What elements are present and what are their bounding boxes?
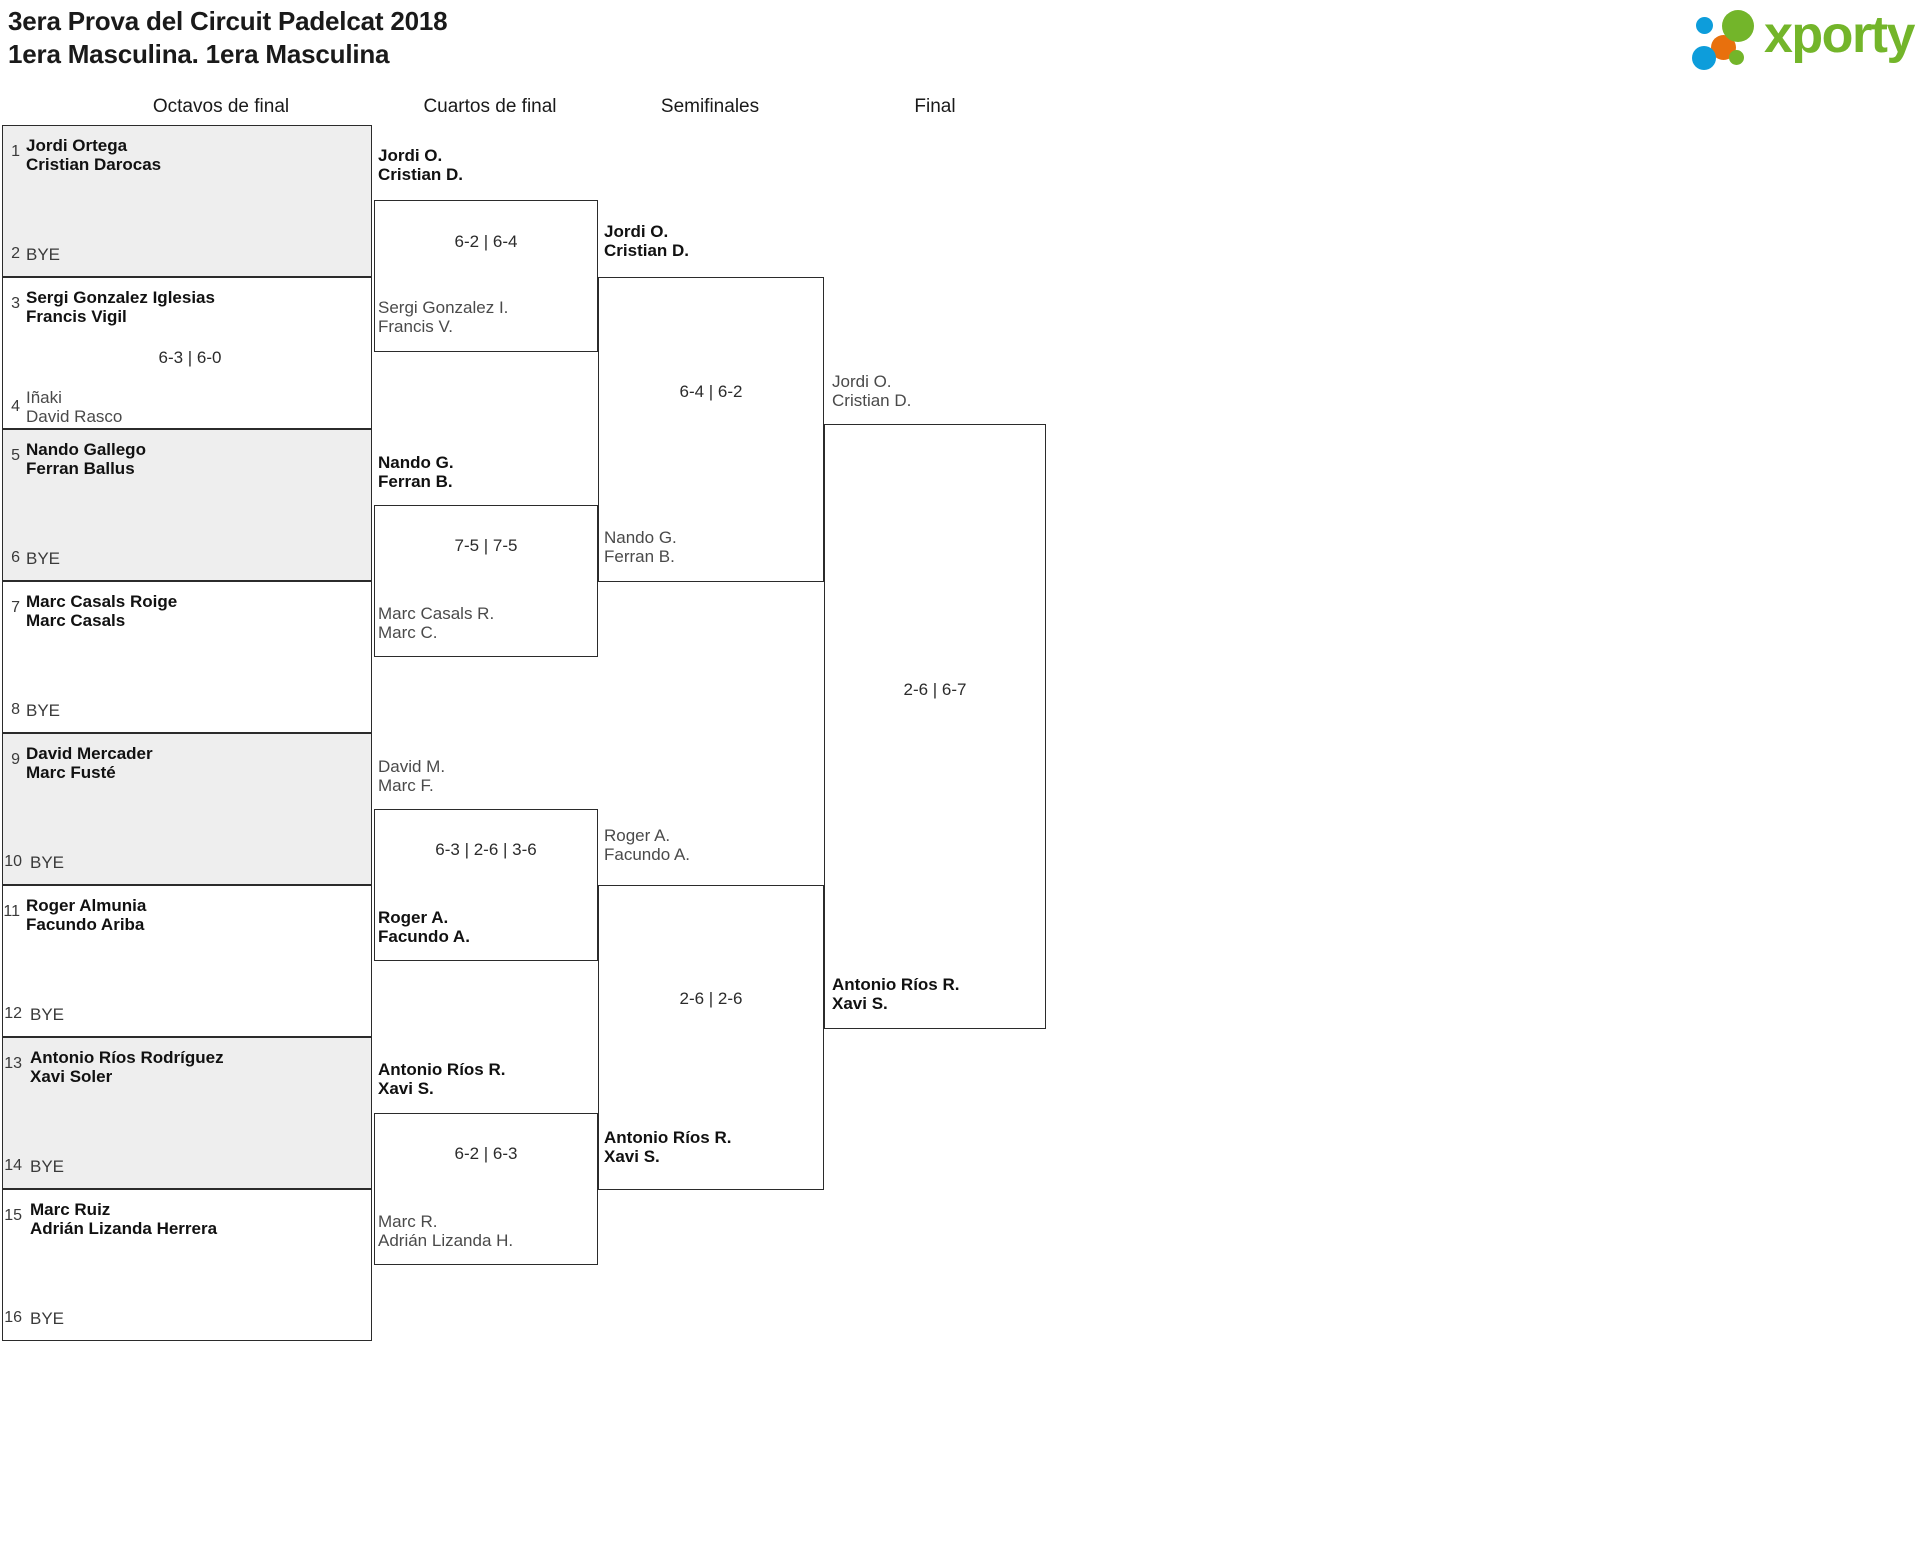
r16-seed-16: 16: [4, 1309, 22, 1326]
r16-team-11: Roger Almunia Facundo Ariba: [26, 896, 147, 934]
r16-team-2: BYE: [26, 245, 61, 264]
qf-3-team-bottom: Roger A. Facundo A.: [378, 908, 470, 946]
r16-team-15: Marc Ruiz Adrián Lizanda Herrera: [30, 1200, 218, 1238]
r16-team-10: BYE: [30, 853, 65, 872]
r16-team-9: David Mercader Marc Fusté: [26, 744, 153, 782]
final-score: 2-6 | 6-7: [903, 680, 967, 699]
r16-team-3: Sergi Gonzalez Iglesias Francis Vigil: [26, 288, 215, 326]
r16-seed-13: 13: [4, 1055, 22, 1072]
sf-2-score: 2-6 | 2-6: [679, 989, 743, 1008]
qf-1-score: 6-2 | 6-4: [454, 232, 518, 251]
qf-2-score: 7-5 | 7-5: [454, 536, 518, 555]
final-match[interactable]: [824, 424, 1046, 1029]
r16-match-4[interactable]: [2, 581, 372, 733]
sf-2-team-top: Roger A. Facundo A.: [604, 826, 691, 864]
qf-2-team-bottom: Marc Casals R. Marc C.: [378, 604, 495, 642]
qf-match-3[interactable]: [374, 809, 598, 961]
round-header-semis: Semifinales: [660, 96, 760, 117]
r16-team-1: Jordi Ortega Cristian Darocas: [26, 136, 162, 174]
sf-match-1[interactable]: [598, 277, 824, 582]
r16-seed-11: 11: [3, 903, 20, 920]
qf-4-team-top: Antonio Ríos R. Xavi S.: [378, 1060, 506, 1098]
r16-team-4: Iñaki David Rasco: [26, 388, 123, 426]
r16-match-3[interactable]: [2, 429, 372, 581]
logo-dot-blue-small-icon: [1696, 17, 1713, 34]
r16-match-8[interactable]: [2, 1189, 372, 1341]
r16-team-5: Nando Gallego Ferran Ballus: [26, 440, 146, 478]
page-title: 3era Prova del Circuit Padelcat 2018: [8, 6, 448, 36]
qf-1-team-bottom: Sergi Gonzalez I. Francis V.: [378, 298, 509, 336]
r16-team-8: BYE: [26, 701, 61, 720]
qf-1-team-top: Jordi O. Cristian D.: [378, 146, 464, 184]
qf-match-2[interactable]: [374, 505, 598, 657]
sf-1-team-top: Jordi O. Cristian D.: [604, 222, 690, 260]
qf-match-1[interactable]: [374, 200, 598, 352]
logo-wordmark: xporty: [1764, 6, 1915, 64]
r16-seed-10: 10: [4, 853, 22, 870]
r16-seed-6: 6: [11, 549, 20, 566]
r16-score-2: 6-3 | 6-0: [158, 348, 222, 367]
r16-team-12: BYE: [30, 1005, 65, 1024]
qf-4-team-bottom: Marc R. Adrián Lizanda H.: [378, 1212, 514, 1250]
round-header-final: Final: [914, 96, 956, 117]
r16-match-7[interactable]: [2, 1037, 372, 1189]
logo-dot-blue-large-icon: [1692, 46, 1716, 70]
r16-seed-14: 14: [4, 1157, 22, 1174]
logo-dot-green-large-icon: [1722, 10, 1754, 42]
final-team-top: Jordi O. Cristian D.: [832, 372, 912, 410]
r16-team-13: Antonio Ríos Rodríguez Xavi Soler: [30, 1048, 224, 1086]
logo-dots-icon: [1692, 10, 1764, 70]
r16-team-14: BYE: [30, 1157, 65, 1176]
xporty-logo: xporty: [1692, 6, 1915, 70]
qf-4-score: 6-2 | 6-3: [454, 1144, 518, 1163]
r16-seed-5: 5: [11, 447, 20, 464]
r16-seed-12: 12: [4, 1005, 22, 1022]
r16-seed-7: 7: [11, 599, 20, 616]
r16-match-5[interactable]: [2, 733, 372, 885]
sf-1-team-bottom: Nando G. Ferran B.: [604, 528, 677, 566]
r16-match-1[interactable]: [2, 125, 372, 277]
round-header-octavos: Octavos de final: [152, 96, 290, 117]
sf-match-2[interactable]: [598, 885, 824, 1190]
r16-seed-2: 2: [11, 245, 20, 262]
r16-team-6: BYE: [26, 549, 61, 568]
qf-3-score: 6-3 | 2-6 | 3-6: [435, 840, 537, 859]
r16-seed-8: 8: [11, 701, 20, 718]
r16-team-16: BYE: [30, 1309, 65, 1328]
r16-seed-9: 9: [11, 751, 20, 768]
r16-seed-3: 3: [11, 295, 20, 312]
qf-3-team-top: David M. Marc F.: [378, 757, 446, 795]
r16-match-6[interactable]: [2, 885, 372, 1037]
round-header-cuartos: Cuartos de final: [423, 96, 557, 117]
qf-match-4[interactable]: [374, 1113, 598, 1265]
sf-2-team-bottom: Antonio Ríos R. Xavi S.: [604, 1128, 732, 1166]
logo-dot-green-small-icon: [1729, 50, 1744, 65]
qf-2-team-top: Nando G. Ferran B.: [378, 453, 454, 491]
r16-seed-4: 4: [11, 398, 20, 415]
page-subtitle: 1era Masculina. 1era Masculina: [8, 39, 390, 69]
r16-match-2[interactable]: [2, 277, 372, 429]
r16-seed-15: 15: [4, 1207, 22, 1224]
r16-team-7: Marc Casals Roige Marc Casals: [26, 592, 178, 630]
r16-seed-1: 1: [11, 143, 20, 160]
sf-1-score: 6-4 | 6-2: [679, 382, 743, 401]
final-team-bottom: Antonio Ríos R. Xavi S.: [832, 975, 960, 1013]
